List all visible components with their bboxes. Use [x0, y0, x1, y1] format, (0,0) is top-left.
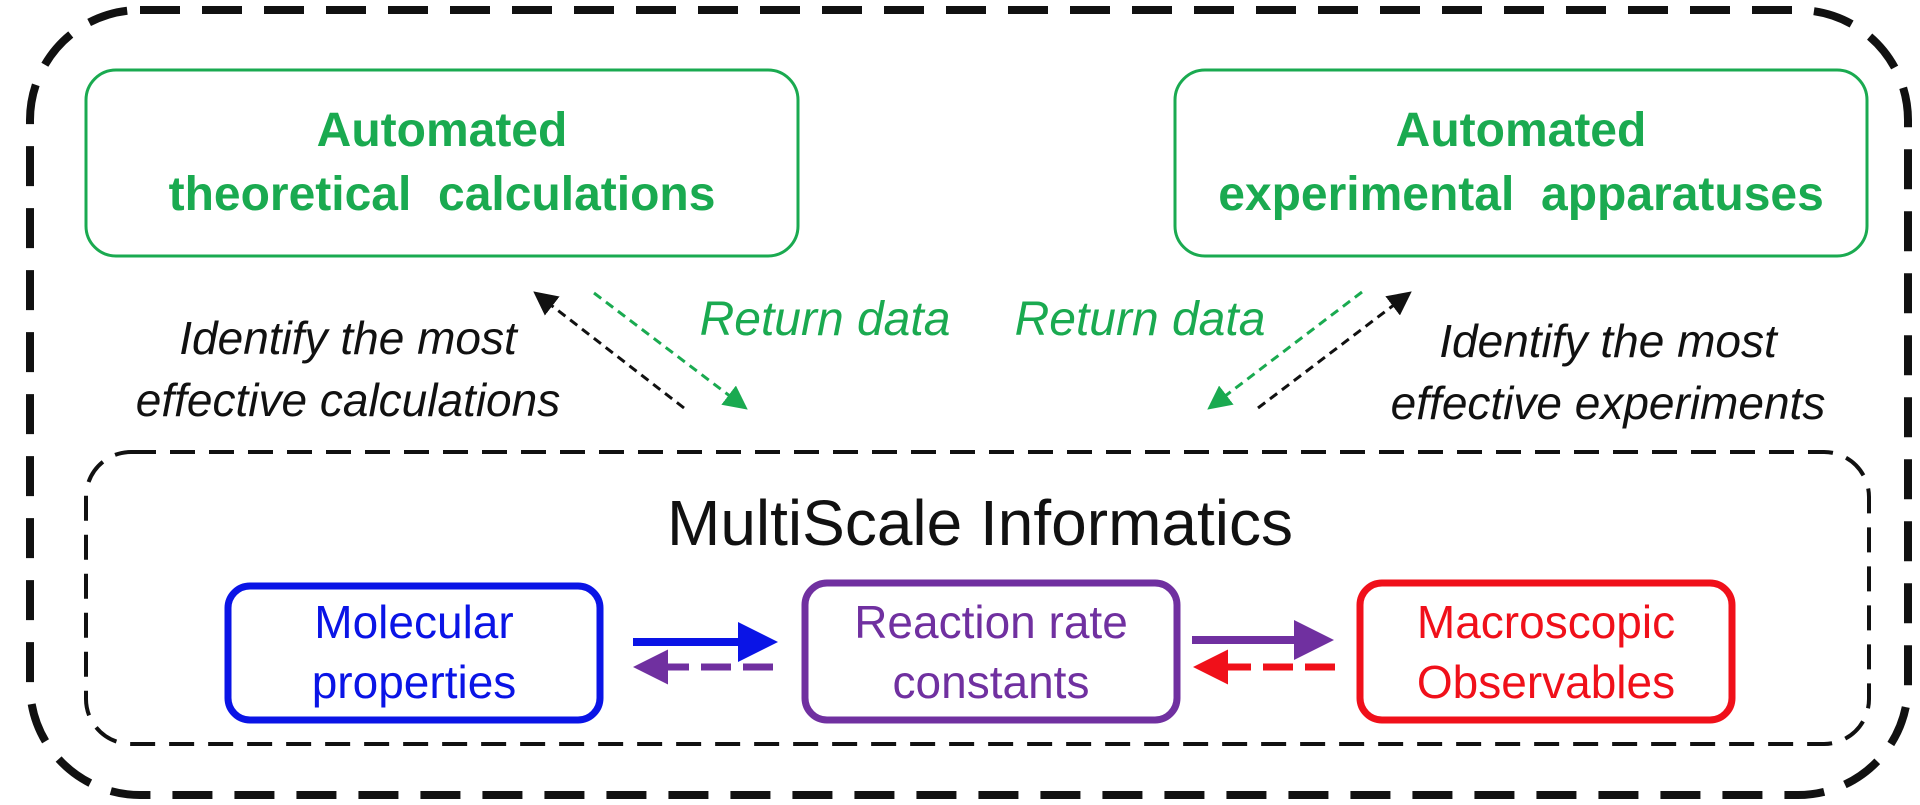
theory-box-line1: Automated	[316, 104, 568, 157]
return-data-right-arrow	[1207, 290, 1363, 410]
theory-box-border	[84, 68, 800, 258]
return-data-right-label: Return data	[1014, 293, 1266, 346]
right-annotation: Identify the most effective experiments	[1348, 310, 1868, 434]
reaction-rate-line1: Reaction rate	[854, 596, 1128, 648]
left-annotation: Identify the most effective calculations	[88, 307, 608, 431]
outer-dashed-frame	[26, 6, 1912, 799]
right-annotation-line1: Identify the most	[1439, 315, 1777, 367]
identify-calculations-arrow	[533, 291, 685, 410]
reaction-rate-box	[801, 579, 1181, 724]
left-annotation-line1: Identify the most	[179, 312, 517, 364]
macroscopic-observables-label: Macroscopic Observables	[1360, 592, 1732, 712]
molecular-properties-line2: properties	[311, 656, 517, 708]
theory-box-label: Automated theoretical calculations	[86, 99, 798, 227]
molecular-properties-box	[224, 582, 604, 724]
theory-box-line2: theoretical calculations	[168, 168, 716, 221]
macroscopic-observables-line1: Macroscopic	[1416, 596, 1676, 648]
right-annotation-line2: effective experiments	[1390, 377, 1826, 429]
experiment-box-line1: Automated	[1395, 104, 1647, 157]
return-data-left-label: Return data	[699, 293, 951, 346]
reaction-rate-line2: constants	[892, 656, 1090, 708]
molecular-properties-label: Molecular properties	[228, 592, 600, 712]
experiment-box-border	[1173, 68, 1869, 258]
msi-title: MultiScale Informatics	[667, 487, 1293, 559]
experiment-box-line2: experimental apparatuses	[1218, 168, 1824, 221]
molecular-properties-line1: Molecular	[314, 596, 514, 648]
experiment-box-label: Automated experimental apparatuses	[1175, 99, 1867, 227]
return-data-left-arrow	[593, 291, 748, 410]
reaction-rate-label: Reaction rate constants	[805, 592, 1177, 712]
left-annotation-line2: effective calculations	[135, 374, 561, 426]
macroscopic-observables-box	[1356, 579, 1736, 724]
identify-experiments-arrow	[1257, 291, 1412, 410]
msi-dashed-frame	[84, 450, 1871, 746]
macroscopic-observables-line2: Observables	[1416, 656, 1676, 708]
